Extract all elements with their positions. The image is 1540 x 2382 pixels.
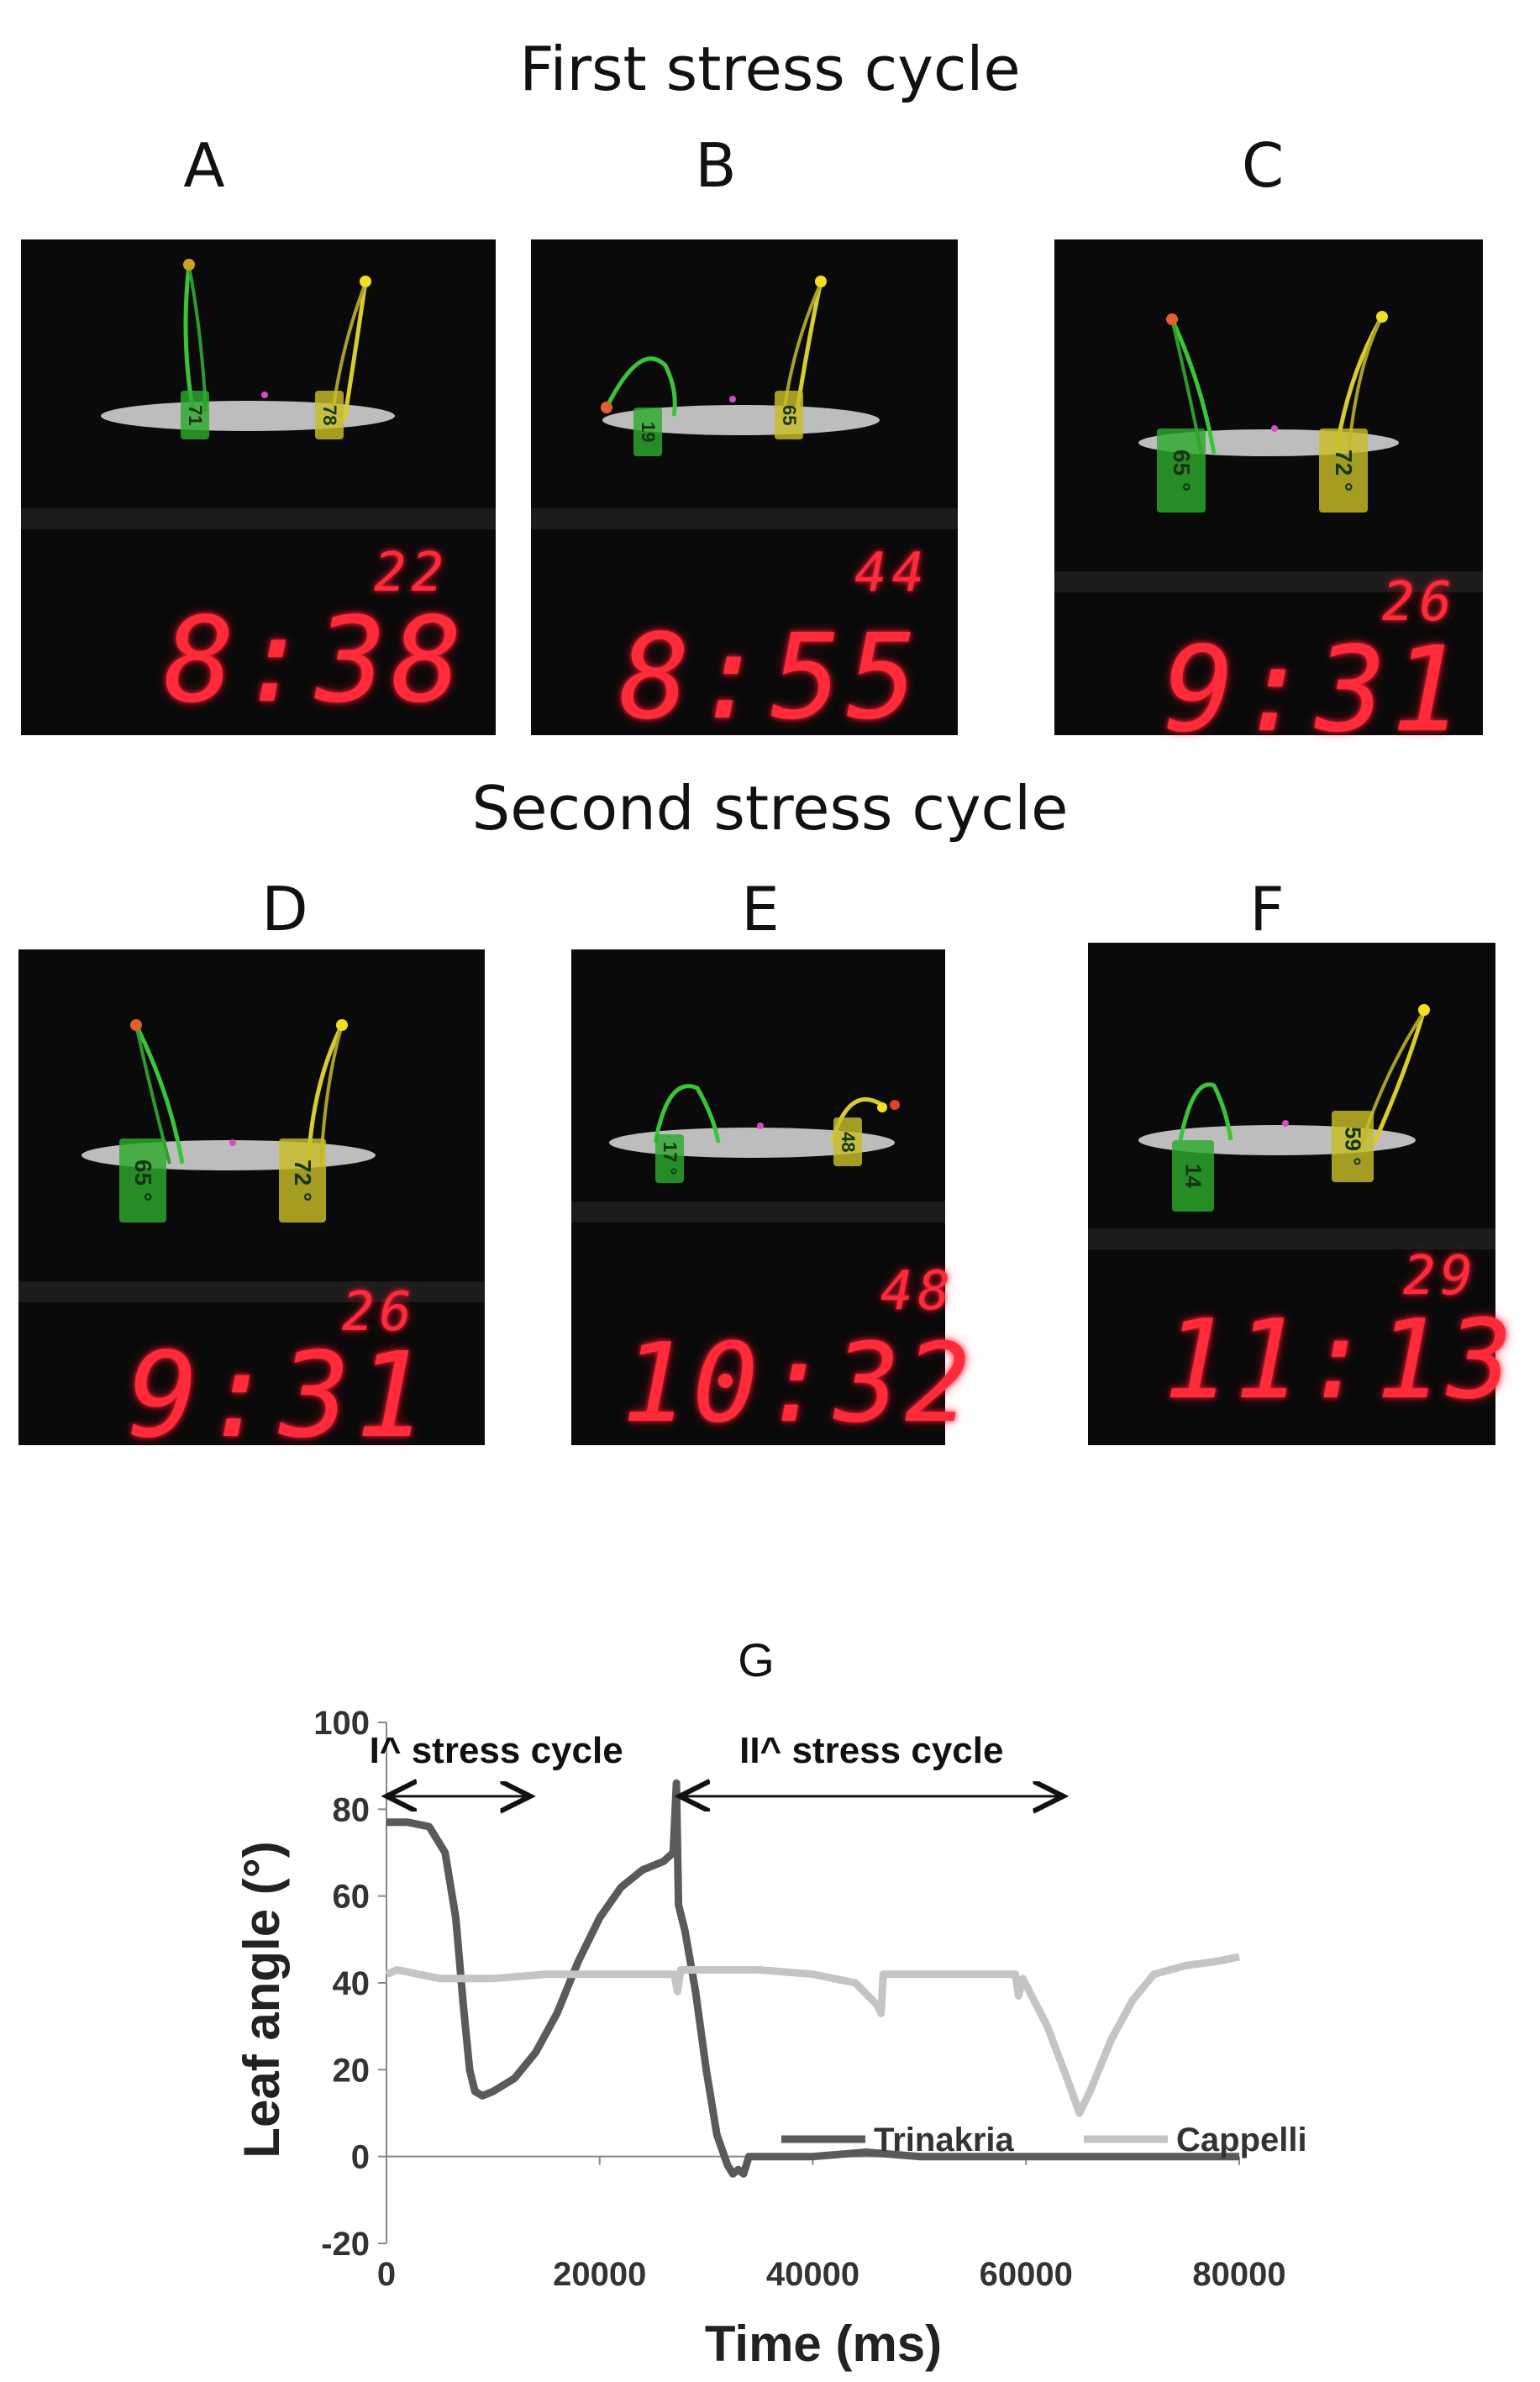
x-tick-label: 0	[377, 2256, 396, 2293]
angle-tag-green: 65 °	[1157, 429, 1206, 513]
photo-panel-f: 14 59 ° 29 11:13	[1088, 943, 1512, 1445]
clock-time: 9:31	[1164, 622, 1468, 759]
angle-tag-yellow: 78	[315, 391, 344, 439]
angle-tag-yellow: 59 °	[1332, 1111, 1374, 1182]
angle-tag-green: 65 °	[119, 1138, 166, 1223]
photo-panel-c: 65 ° 72 ° 26 9:31	[1054, 239, 1483, 759]
x-tick-label: 20000	[553, 2256, 646, 2293]
clock-seconds: 29	[1403, 1245, 1479, 1307]
second-cycle-heading: Second stress cycle	[471, 773, 1069, 844]
annotation-label-cycle1: I^ stress cycle	[370, 1730, 623, 1771]
panel-label-b: B	[695, 130, 737, 201]
angle-tag-yellow: 72 °	[1319, 429, 1368, 513]
photo-panel-a: 71 78 22 8:38	[21, 239, 496, 735]
angle-tag-green: 71	[181, 391, 209, 439]
y-tick-label: 60	[333, 1879, 371, 1916]
angle-tag-green: 14	[1172, 1140, 1214, 1212]
clock-time: 8:55	[619, 609, 923, 746]
chart-title: G	[738, 1633, 775, 1686]
angle-tag-green: 19	[633, 408, 662, 456]
panel-label-a: A	[183, 130, 225, 201]
y-tick-label: 40	[333, 1965, 371, 2002]
clock-seconds: 48	[880, 1260, 956, 1322]
photo-panel-b: 19 65 44 8:55	[531, 239, 958, 746]
photo-panel-e: 17 ° 48 48 10:32	[571, 949, 970, 1447]
y-tick-label: 80	[333, 1791, 371, 1828]
clock-time: 10:32	[622, 1319, 976, 1447]
x-tick-label: 60000	[980, 2256, 1073, 2293]
x-tick-label: 40000	[766, 2256, 859, 2293]
legend-label-trinakria: Trinakria	[874, 2122, 1015, 2159]
series-line-cappelli	[385, 1953, 1240, 2117]
clock-seconds: 26	[342, 1281, 418, 1343]
y-tick-label: 100	[313, 1705, 370, 1742]
clock-time: 8:38	[164, 592, 468, 729]
clock-time: 9:31	[128, 1328, 432, 1464]
angle-tag-yellow: 65	[775, 391, 803, 439]
photo-panel-d: 65 ° 72 ° 26 9:31	[18, 949, 485, 1464]
panel-label-c: C	[1241, 130, 1285, 201]
clock-seconds: 22	[374, 542, 449, 604]
y-axis-label: Leaf angle (°)	[234, 1841, 290, 2158]
y-tick-label: 0	[351, 2139, 370, 2176]
y-tick-label: 20	[333, 2052, 371, 2089]
panel-label-e: E	[741, 874, 780, 944]
first-cycle-heading: First stress cycle	[519, 34, 1021, 104]
clock-seconds: 44	[854, 542, 930, 604]
panel-label-f: F	[1249, 874, 1285, 944]
annotation-label-cycle2: II^ stress cycle	[739, 1730, 1003, 1771]
x-tick-label: 80000	[1192, 2256, 1285, 2293]
legend-label-cappelli: Cappelli	[1176, 2122, 1307, 2159]
angle-tag-yellow: 72 °	[279, 1138, 326, 1223]
clock-time: 11:13	[1164, 1296, 1518, 1423]
series-line-trinakria	[386, 1779, 1239, 2178]
y-tick-label: -20	[321, 2226, 370, 2263]
angle-tag-yellow: 48	[833, 1117, 862, 1166]
x-axis-label: Time (ms)	[705, 2316, 942, 2372]
panel-label-d: D	[261, 874, 308, 944]
angle-tag-green: 17 °	[655, 1134, 684, 1183]
clock-seconds: 26	[1382, 571, 1458, 634]
